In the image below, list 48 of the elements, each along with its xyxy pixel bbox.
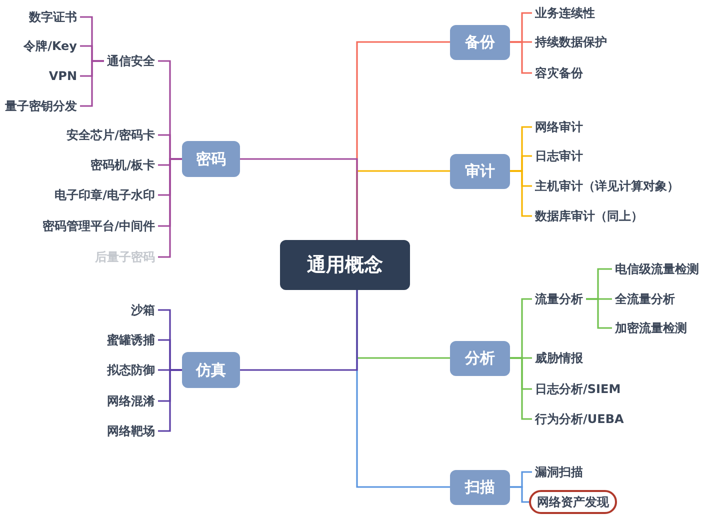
branch-line: [158, 158, 182, 258]
topic-text: 数字证书: [26, 7, 80, 27]
topic-text: 令牌/Key: [20, 36, 80, 56]
topic-text: 电信级流量检测: [612, 259, 702, 279]
branch-line: [510, 170, 532, 217]
branch-topic-box: 审计: [450, 154, 510, 188]
topic-text: 拟态防御: [104, 360, 158, 380]
branch-line: [510, 41, 532, 74]
highlighted-topic: 网络资产发现: [529, 490, 617, 514]
topic-text: 业务连续性: [532, 3, 598, 23]
central-topic-box: 通用概念: [280, 240, 410, 290]
branch-topic-box: 密码: [182, 141, 240, 177]
branch-line: [158, 369, 182, 432]
topic-text: 行为分析/UEBA: [532, 409, 627, 429]
topic-text: 电子印章/电子水印: [52, 185, 158, 205]
topic-text: 流量分析: [532, 289, 586, 309]
topic-text: 蜜罐诱捕: [104, 330, 158, 350]
topic-text: 加密流量检测: [612, 318, 690, 338]
topic-text: 主机审计（详见计算对象）: [532, 176, 682, 196]
topic-text: 数据库审计（同上）: [532, 206, 646, 226]
branch-line: [240, 158, 358, 240]
topic-text: 全流量分析: [612, 289, 678, 309]
topic-text: 网络混淆: [104, 391, 158, 411]
topic-text: 安全芯片/密码卡: [64, 125, 158, 145]
branch-line: [510, 357, 532, 420]
topic-text: 密码机/板卡: [88, 155, 158, 175]
branch-line: [510, 486, 529, 503]
branch-topic-box: 扫描: [450, 470, 510, 504]
branch-line: [240, 290, 358, 371]
topic-text: 威胁情报: [532, 348, 586, 368]
topic-text: 量子密钥分发: [2, 96, 80, 116]
branch-line: [586, 298, 612, 329]
branch-topic-box: 备份: [450, 24, 510, 60]
topic-text: 后量子密码: [92, 247, 158, 267]
topic-text: 通信安全: [104, 51, 158, 71]
branch-topic-box: 仿真: [182, 352, 240, 388]
topic-text: 沙箱: [128, 300, 158, 320]
topic-text: 密码管理平台/中间件: [40, 216, 158, 236]
branch-line: [80, 60, 104, 107]
topic-text: 日志审计: [532, 146, 586, 166]
topic-text: 持续数据保护: [532, 32, 610, 52]
topic-text: 漏洞扫描: [532, 462, 586, 482]
branch-topic-box: 分析: [450, 340, 510, 376]
topic-text: 网络靶场: [104, 421, 158, 441]
topic-text: 日志分析/SIEM: [532, 379, 624, 399]
topic-text: VPN: [46, 66, 80, 86]
topic-text: 网络审计: [532, 117, 586, 137]
topic-text: 容灾备份: [532, 63, 586, 83]
